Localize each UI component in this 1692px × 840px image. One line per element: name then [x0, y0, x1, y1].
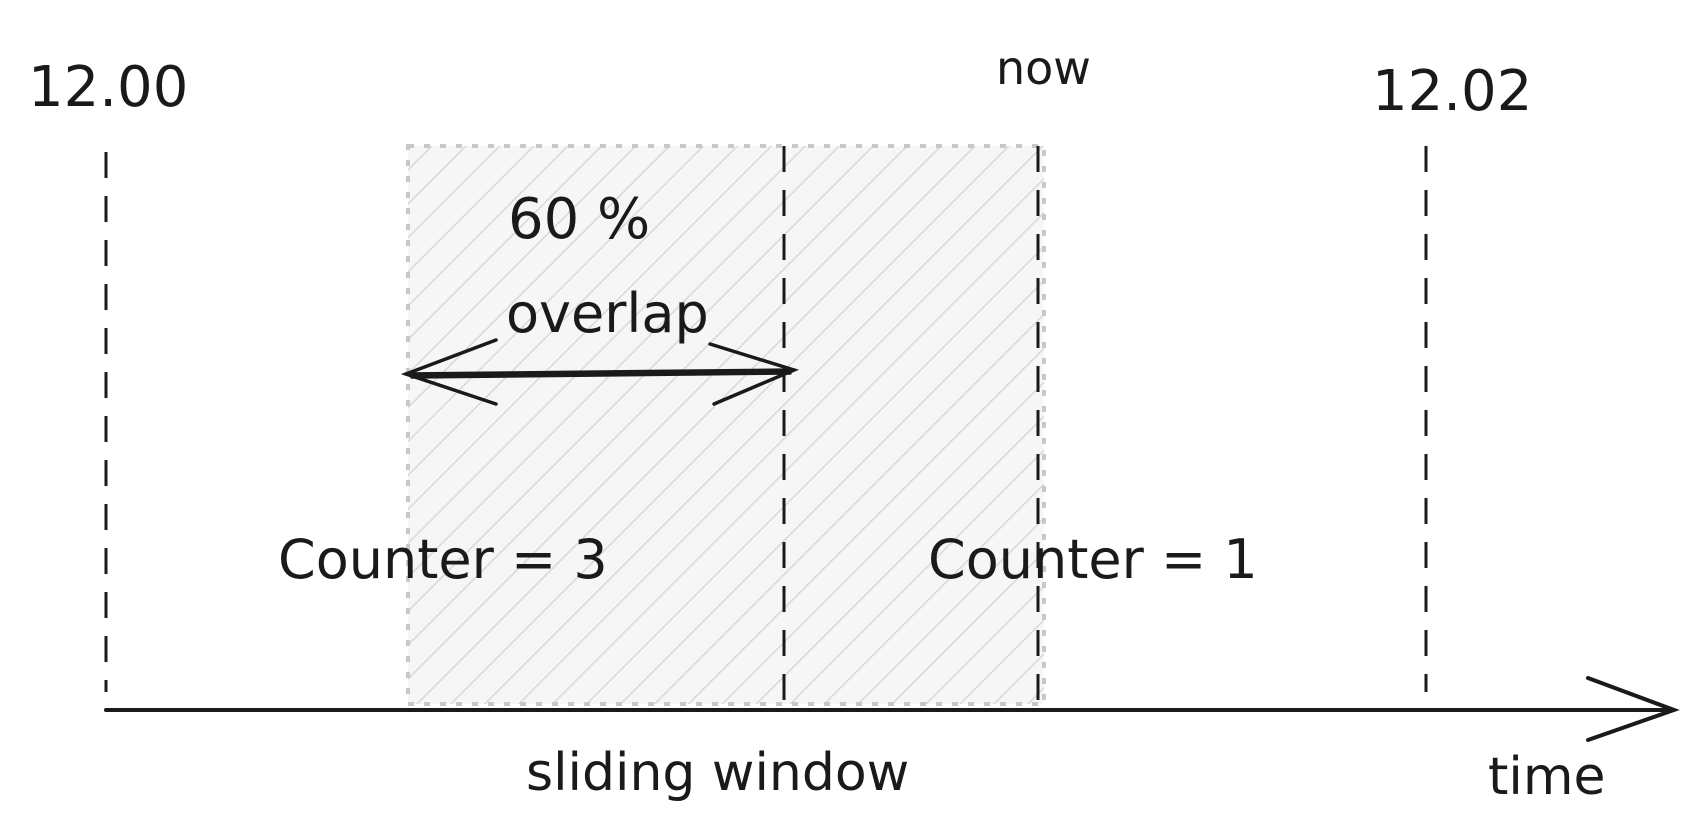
- time-axis: [104, 676, 1680, 742]
- overlap-word: overlap: [506, 282, 709, 345]
- window-hatch: [408, 146, 1044, 704]
- double-headed-arrow-icon: [400, 338, 800, 406]
- window-border: [406, 144, 1046, 706]
- window-caption: sliding window: [526, 743, 909, 803]
- label-now: now: [996, 41, 1091, 95]
- counter-current: Counter = 1: [928, 528, 1258, 591]
- counter-previous: Counter = 3: [278, 528, 608, 591]
- sliding-window-region: [406, 144, 1046, 706]
- arrow-right-icon: [1586, 676, 1680, 742]
- time-markers: [104, 146, 1428, 700]
- label-12-00: 12.00: [28, 55, 188, 120]
- label-12-02: 12.02: [1372, 59, 1532, 124]
- overlap-percent: 60 %: [508, 187, 650, 252]
- axis-label-time: time: [1488, 747, 1605, 807]
